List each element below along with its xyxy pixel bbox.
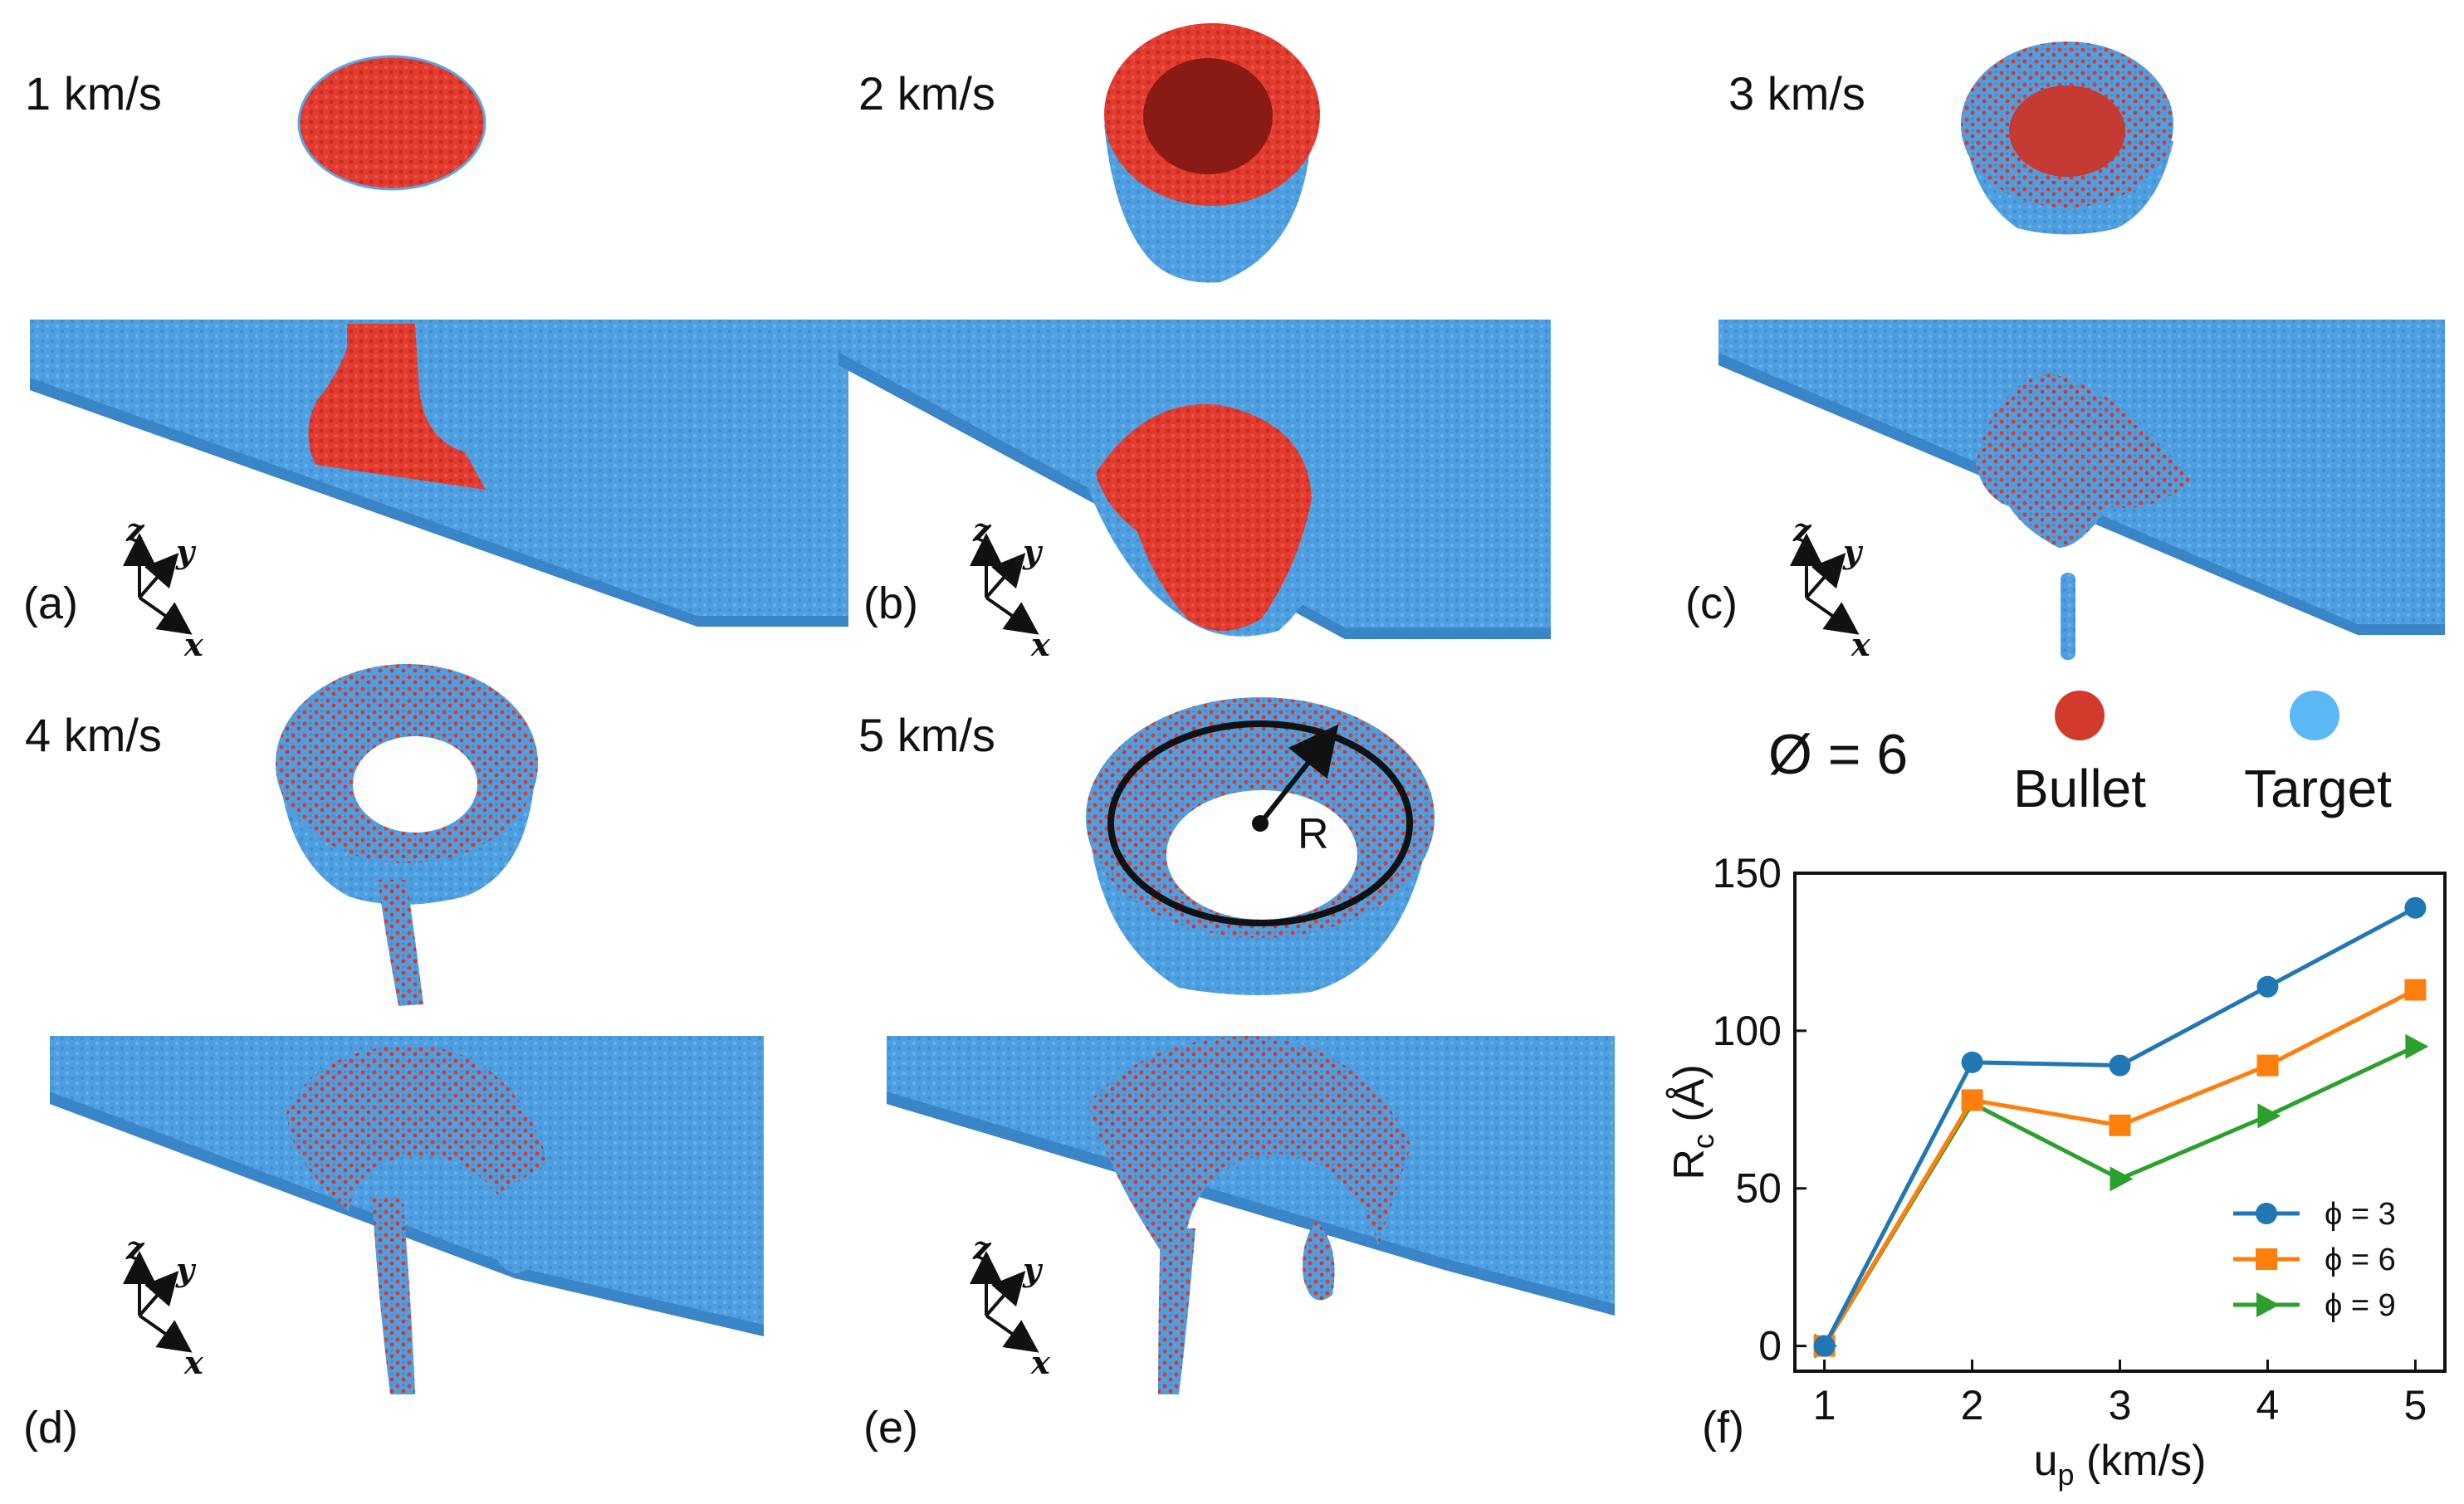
axis-z-b: z bbox=[972, 511, 992, 549]
bullet-column-a bbox=[308, 324, 486, 490]
debris-column-e-left bbox=[1158, 1228, 1195, 1394]
panel-label-d: (d) bbox=[23, 1403, 78, 1453]
panel-label-b: (b) bbox=[863, 579, 918, 628]
debris-column-d bbox=[372, 1195, 415, 1394]
data-point bbox=[2257, 1103, 2281, 1129]
axis-x-d: x bbox=[183, 1344, 204, 1381]
axis-x-e: x bbox=[1030, 1344, 1051, 1381]
crater-hole-b bbox=[1143, 58, 1273, 174]
data-point bbox=[2110, 1166, 2134, 1192]
axis-x-c: x bbox=[1850, 626, 1871, 663]
axis-y-d: y bbox=[175, 1251, 197, 1288]
y-axis-label: Rc (Å) bbox=[1665, 1064, 1720, 1179]
data-point bbox=[2256, 1054, 2279, 1077]
speed-label-e: 5 km/s bbox=[858, 709, 995, 761]
axis-triad-d: z y x bbox=[123, 1229, 204, 1381]
target-plate-edge-d bbox=[50, 1091, 764, 1336]
bullet-mass-b bbox=[1096, 404, 1312, 631]
ejecta-dome-e bbox=[1088, 1036, 1411, 1253]
debris-column-e-right bbox=[1303, 1220, 1335, 1301]
axis-x-a: x bbox=[183, 626, 204, 663]
panel-label-e: (e) bbox=[863, 1403, 918, 1453]
legend-label: ϕ = 3 bbox=[2325, 1197, 2396, 1232]
phi-label: Ø = 6 bbox=[1768, 723, 1908, 786]
chart-legend: ϕ = 3 ϕ = 6 ϕ = 9 bbox=[2233, 1197, 2396, 1323]
debris-jet-d-top bbox=[378, 880, 423, 1006]
speed-label-c: 3 km/s bbox=[1728, 67, 1865, 120]
target-plate-d bbox=[50, 1036, 764, 1336]
legend-marker bbox=[2256, 1248, 2277, 1270]
bullet-top-view-a bbox=[297, 55, 486, 191]
y-tick-label: 0 bbox=[1758, 1323, 1782, 1370]
axis-y-c: y bbox=[1842, 533, 1864, 570]
ejecta-dome-d bbox=[286, 1044, 548, 1212]
axis-triad-a: z y x bbox=[123, 511, 204, 663]
target-swatch bbox=[2290, 691, 2339, 740]
legend-marker bbox=[2256, 1203, 2277, 1224]
axis-triad-b: z y x bbox=[970, 511, 1051, 663]
speed-label-a: 1 km/s bbox=[25, 67, 162, 120]
panel-label-c: (c) bbox=[1685, 579, 1738, 628]
panel-b: 2 km/s (b) z y x bbox=[838, 23, 1551, 663]
axis-z-d: z bbox=[125, 1229, 145, 1267]
radius-label-e: R bbox=[1298, 810, 1329, 858]
axis-triad-e: z y x bbox=[970, 1229, 1051, 1381]
x-tick-label: 5 bbox=[2404, 1382, 2427, 1428]
crater-wall-d bbox=[494, 1195, 531, 1273]
axis-z-c: z bbox=[1792, 511, 1812, 549]
debris-jet-c bbox=[2061, 573, 2075, 660]
axis-x-b: x bbox=[1030, 626, 1051, 663]
axis-z-e: z bbox=[972, 1229, 992, 1267]
x-tick-label: 2 bbox=[1961, 1382, 1984, 1428]
crater-hole-d bbox=[353, 736, 477, 833]
legend-marker bbox=[2256, 1292, 2280, 1317]
crater-hole-e bbox=[1166, 790, 1357, 920]
data-point bbox=[1961, 1089, 1983, 1111]
bullet-label: Bullet bbox=[2013, 759, 2146, 818]
data-point bbox=[2404, 979, 2427, 1001]
x-tick-label: 1 bbox=[1813, 1382, 1836, 1428]
y-tick-label: 150 bbox=[1713, 850, 1782, 896]
target-plate-e bbox=[887, 1036, 1615, 1316]
axis-triad-c: z y x bbox=[1790, 511, 1871, 663]
x-axis-label: up (km/s) bbox=[2034, 1437, 2207, 1492]
panel-label-a: (a) bbox=[23, 579, 78, 628]
speed-label-b: 2 km/s bbox=[858, 67, 995, 120]
data-point bbox=[2256, 975, 2279, 998]
x-tick-label: 3 bbox=[2109, 1382, 2132, 1428]
panel-d: 4 km/s (d) z y x bbox=[23, 664, 764, 1453]
legend-label: ϕ = 6 bbox=[2325, 1243, 2396, 1277]
data-point bbox=[1961, 1051, 1983, 1073]
series-circle bbox=[1813, 896, 2427, 1357]
radius-arrow-e bbox=[1258, 724, 1339, 825]
panel-label-f: (f) bbox=[1702, 1403, 1744, 1453]
axis-y-a: y bbox=[175, 533, 197, 570]
speed-label-d: 4 km/s bbox=[25, 709, 162, 761]
y-tick-label: 100 bbox=[1713, 1008, 1782, 1054]
panel-a: 1 km/s (a) z y x bbox=[23, 55, 848, 663]
legend-label: ϕ = 9 bbox=[2325, 1288, 2396, 1323]
data-point bbox=[2109, 1114, 2131, 1136]
data-point bbox=[2109, 1054, 2131, 1077]
axis-y-b: y bbox=[1022, 533, 1044, 570]
data-point bbox=[2405, 1033, 2429, 1059]
axis-z-a: z bbox=[125, 511, 145, 549]
crater-hole-c bbox=[2009, 85, 2125, 177]
panel-e: 5 km/s R (e) z y x bbox=[858, 697, 1615, 1453]
x-tick-label: 4 bbox=[2256, 1382, 2280, 1428]
target-label: Target bbox=[2244, 759, 2392, 818]
radius-circle-e bbox=[1107, 720, 1413, 926]
data-point bbox=[2404, 896, 2427, 919]
bullet-swatch bbox=[2055, 691, 2105, 740]
target-plate-edge-e bbox=[887, 1091, 1615, 1316]
y-tick-label: 50 bbox=[1735, 1165, 1782, 1212]
data-point bbox=[1813, 1335, 1836, 1357]
material-legend: Ø = 6 Bullet Target bbox=[1768, 691, 2392, 818]
splash-c bbox=[1976, 374, 2192, 548]
axis-y-e: y bbox=[1022, 1251, 1044, 1288]
panel-c: 3 km/s (c) z y x bbox=[1685, 42, 2445, 663]
